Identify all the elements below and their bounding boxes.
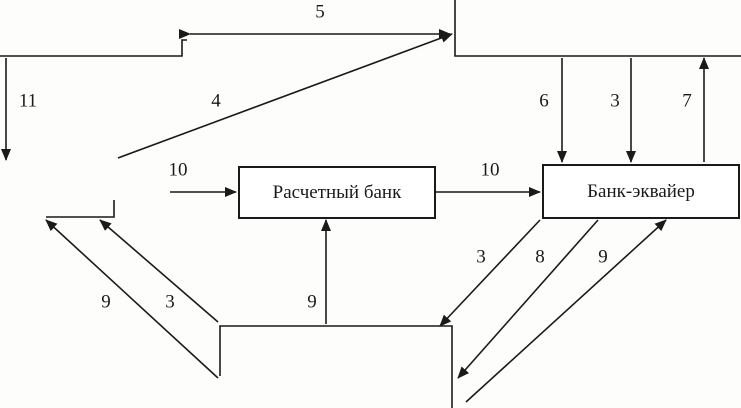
arrow-3-diag [439,219,541,327]
label-arrow-10-right: 10 [480,159,500,181]
label-arrow-3-top: 3 [610,90,620,112]
label-arrow-9-right: 9 [598,246,608,268]
bottom-left-box-edge [46,200,115,218]
settlement-bank-node: Расчетный банк [238,166,436,219]
acquirer-bank-node: Банк-эквайер [542,164,740,219]
label-arrow-4: 4 [211,90,221,112]
label-arrow-7: 7 [682,90,692,112]
arrow-9-right [465,219,667,403]
label-arrow-6: 6 [539,90,549,112]
top-right-box-edge [454,0,741,57]
top-left-box-edge [0,39,187,57]
label-arrow-9-left: 9 [101,291,111,313]
arrow-8 [457,219,599,379]
label-arrow-8: 8 [535,246,545,268]
label-arrow-10-left: 10 [168,159,188,181]
arrow-9-left [45,219,219,379]
arrow-3-left [99,219,219,323]
label-arrow-3-diag: 3 [476,246,486,268]
label-arrow-9-center: 9 [307,291,317,313]
arrow-4 [117,33,453,159]
label-arrow-11: 11 [18,90,38,112]
bottom-center-box-edge [219,325,453,408]
label-arrow-3-left: 3 [165,291,175,313]
label-arrow-5: 5 [315,1,325,23]
